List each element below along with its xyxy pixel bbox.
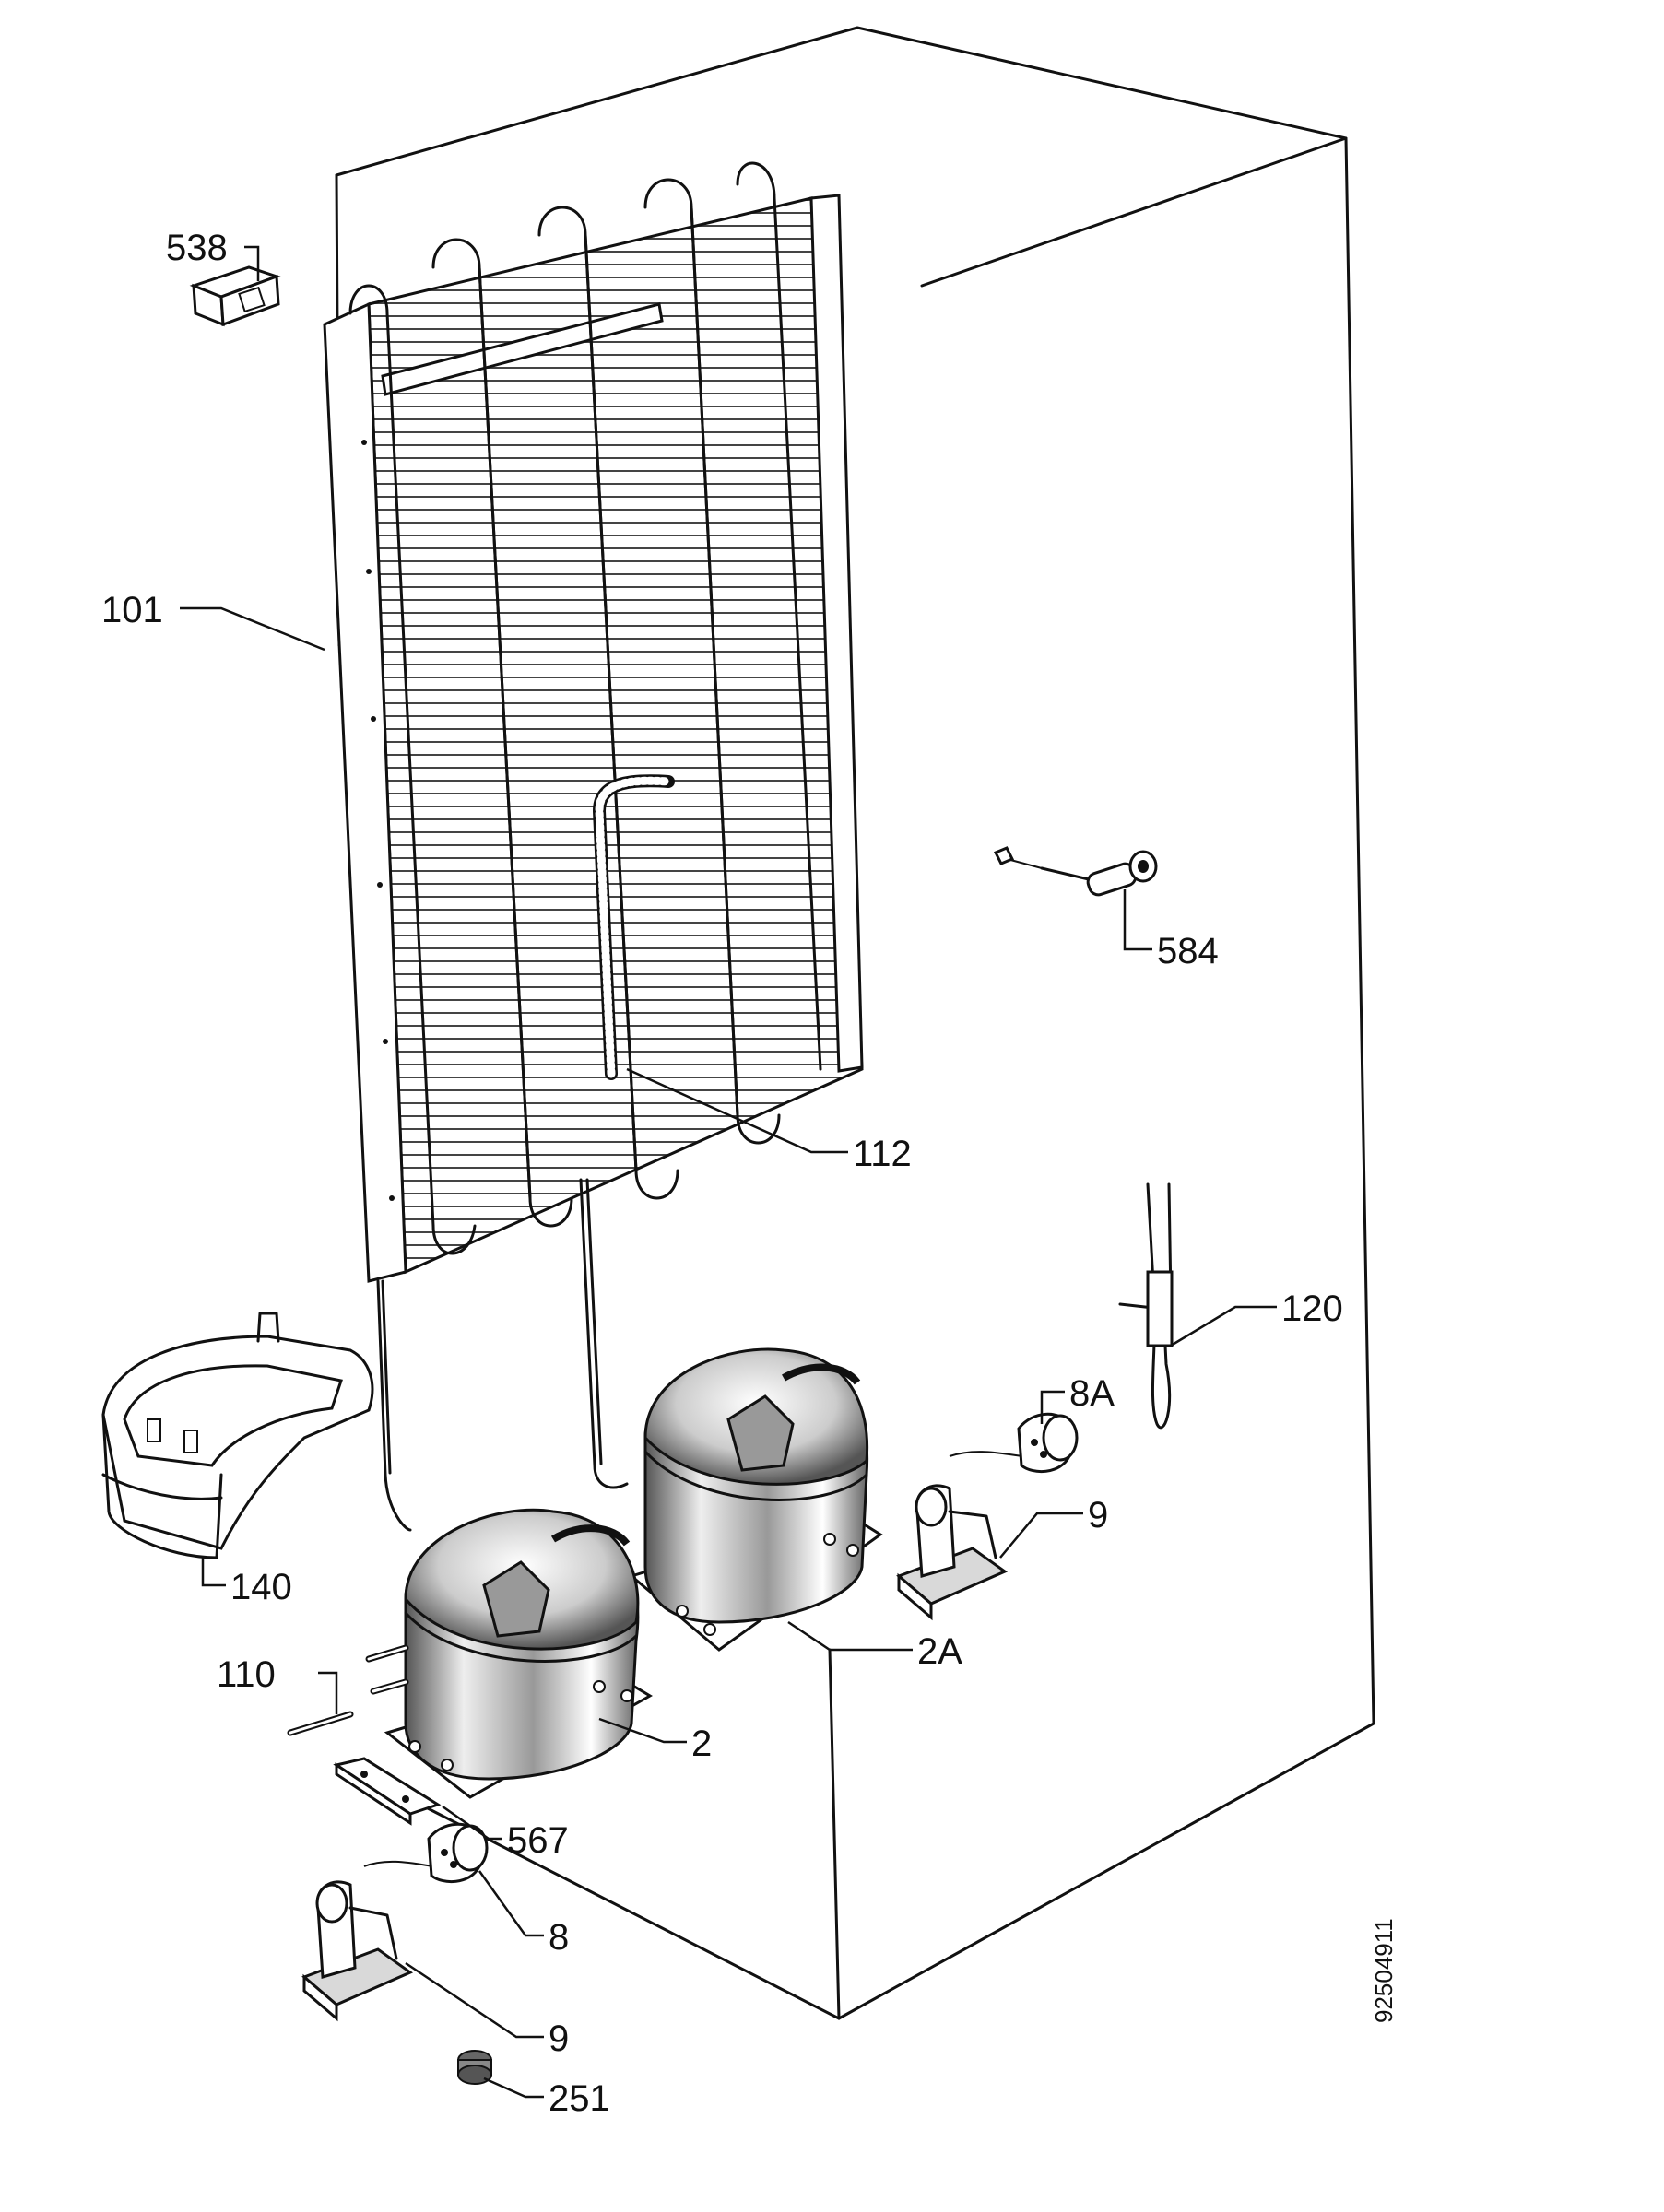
label-110: 110 — [217, 1654, 276, 1695]
label-538: 538 — [166, 228, 228, 268]
cabinet-outline — [335, 26, 1375, 2020]
leader-lines — [180, 245, 1277, 2099]
label-101: 101 — [101, 590, 163, 630]
connector-cap-538 — [189, 265, 281, 327]
label-2: 2 — [691, 1724, 712, 1764]
clamp-9-upper — [896, 1484, 1009, 1621]
drip-tray-140 — [101, 1312, 374, 1559]
document-number: 92504911 — [1370, 1918, 1398, 2023]
starter-relay-8A — [949, 1412, 1079, 1474]
drier-coil-112 — [592, 774, 675, 1080]
condenser-101 — [323, 161, 864, 1283]
label-2A: 2A — [917, 1631, 962, 1672]
grommet-251 — [457, 2050, 492, 2085]
label-8: 8 — [549, 1917, 569, 1958]
part-labels: 538 101 584 112 120 8A 140 9 2A 110 2 56… — [101, 228, 1343, 2119]
label-120: 120 — [1281, 1288, 1343, 1329]
label-567: 567 — [507, 1820, 569, 1861]
pins-110 — [287, 1644, 409, 1736]
label-140: 140 — [230, 1567, 292, 1607]
label-9-lower: 9 — [549, 2018, 569, 2059]
refrigerant-pipes — [376, 1178, 629, 1532]
compressor-2A — [628, 1347, 883, 1652]
label-8A: 8A — [1069, 1373, 1115, 1414]
starter-relay-8 — [363, 1822, 489, 1884]
label-9-upper: 9 — [1088, 1495, 1108, 1535]
label-584: 584 — [1157, 931, 1219, 971]
label-112: 112 — [853, 1134, 912, 1174]
sensor-584 — [993, 846, 1158, 897]
compressor-2 — [384, 1508, 653, 1799]
wire-harness-120 — [1118, 1182, 1174, 1430]
mounting-plate-567 — [333, 1757, 442, 1826]
label-251: 251 — [549, 2078, 610, 2119]
clamp-9-lower — [301, 1880, 414, 2022]
